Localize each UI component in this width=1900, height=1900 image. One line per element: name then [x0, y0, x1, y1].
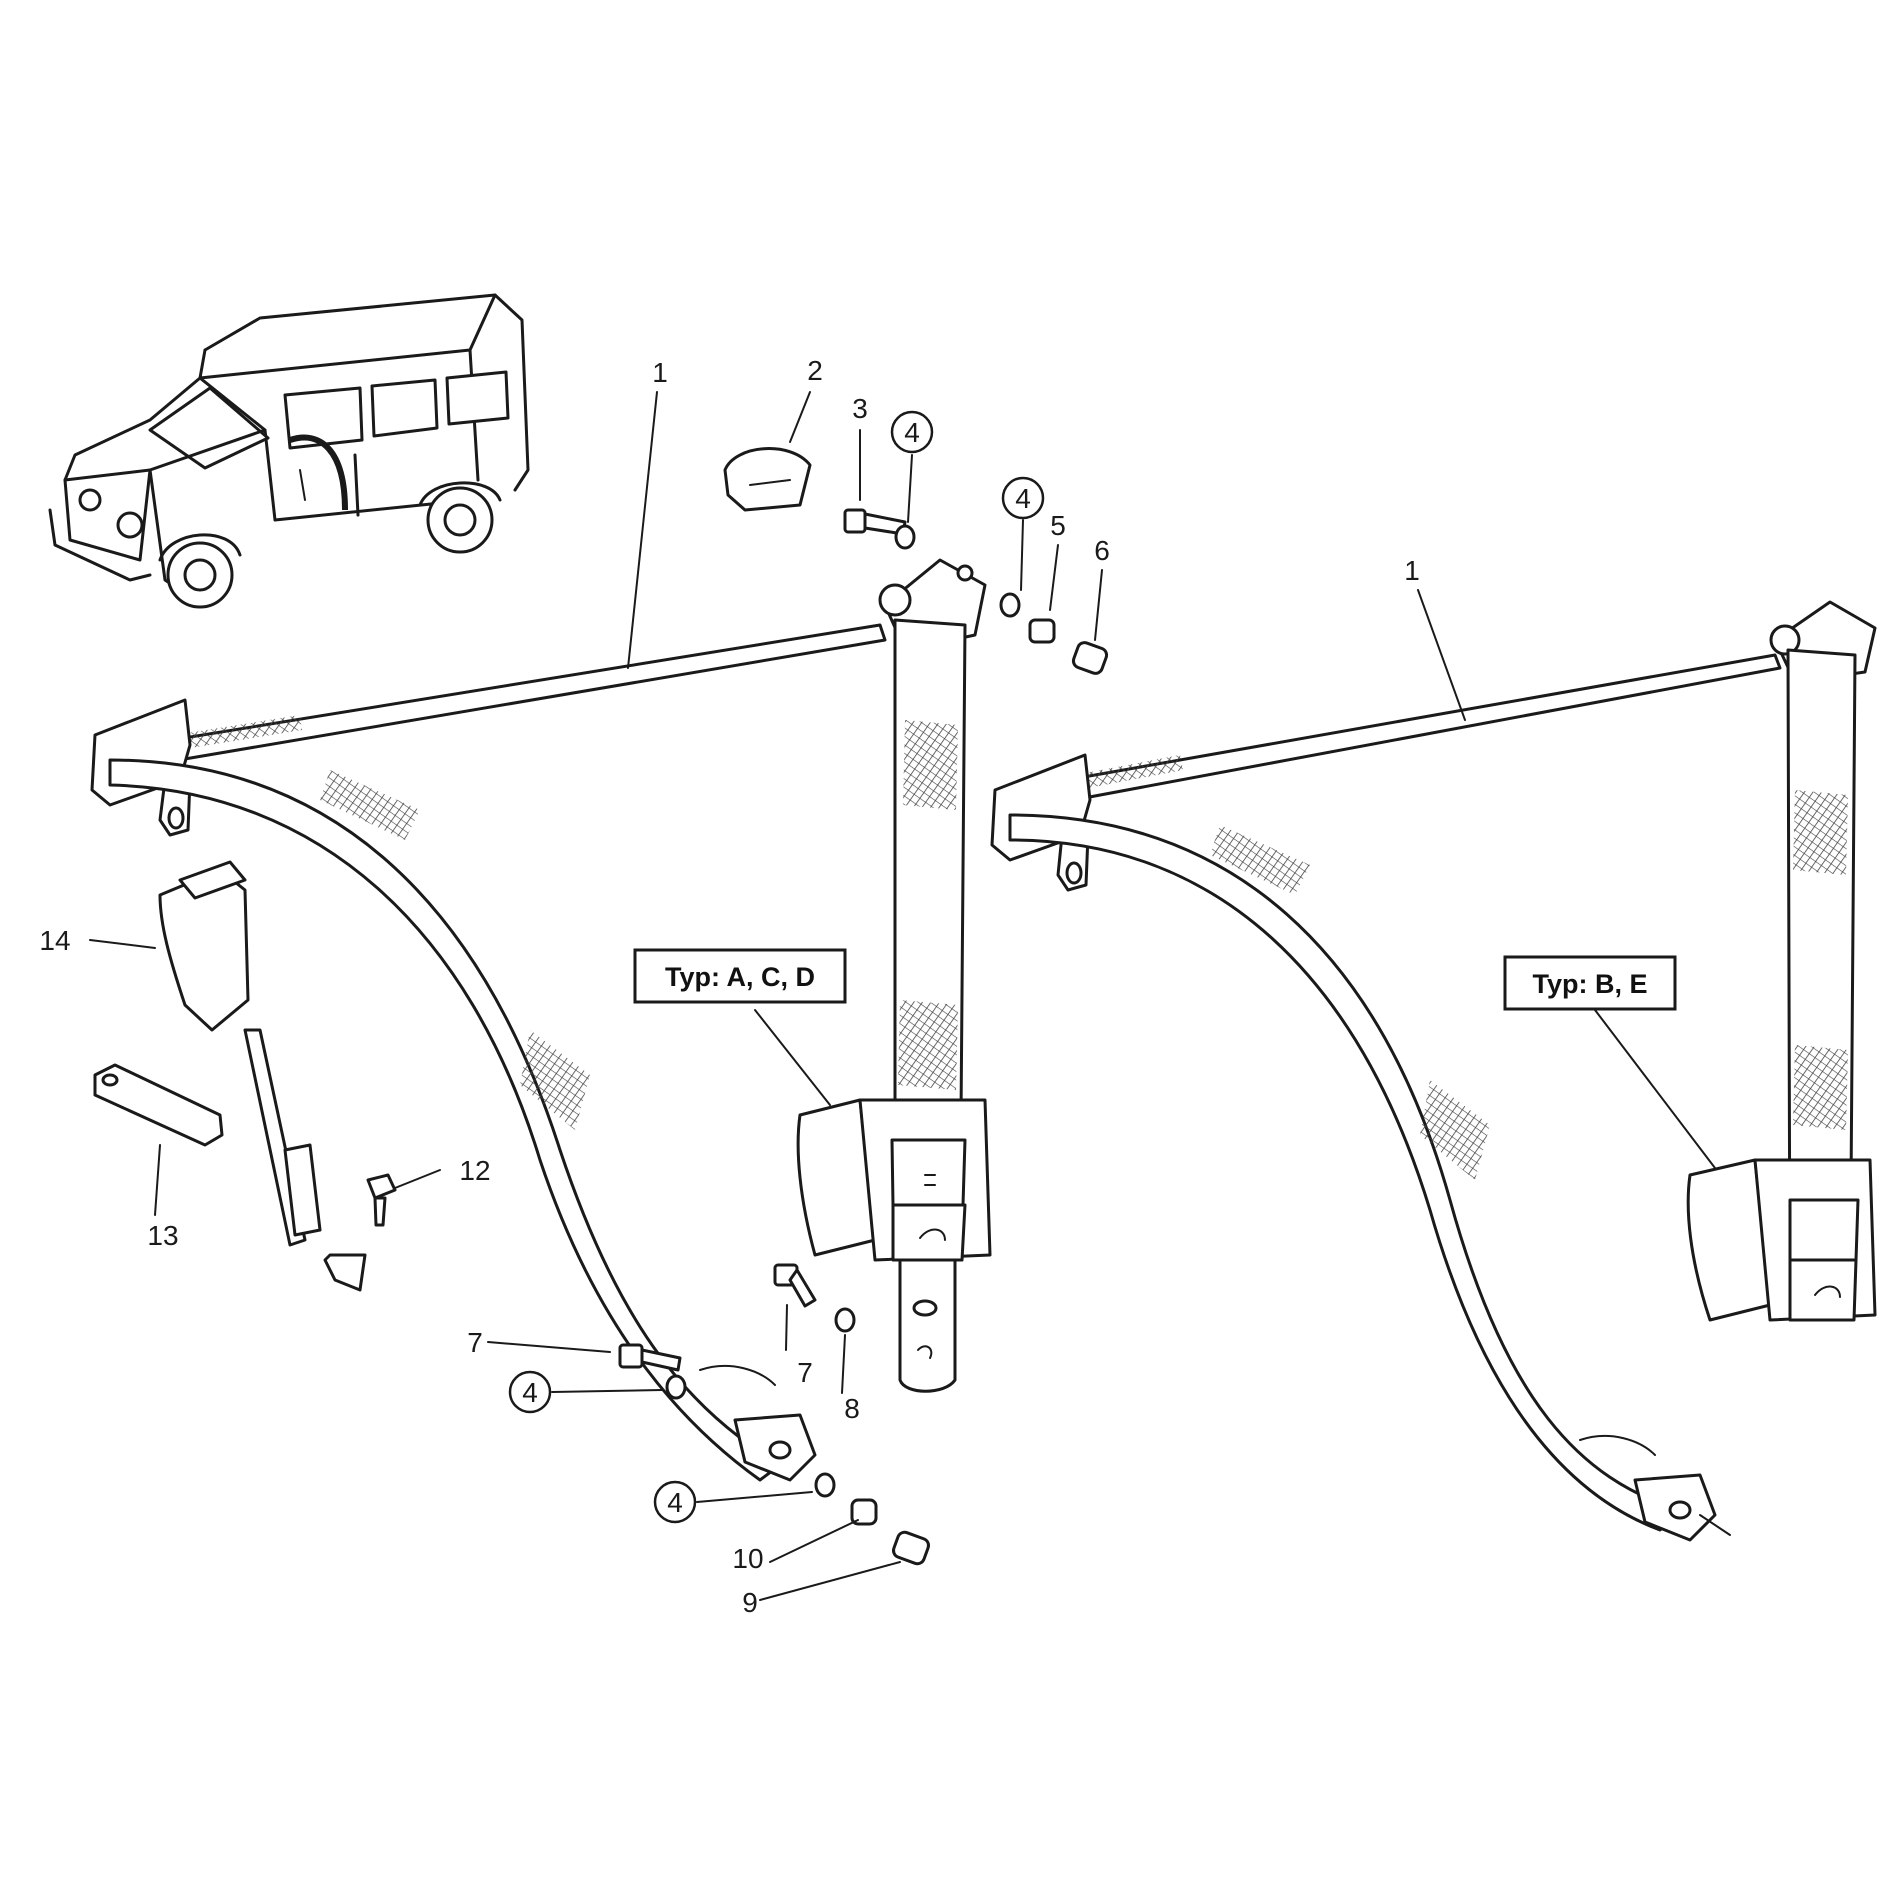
bolt-part-3	[843, 508, 907, 536]
callout-4-a: 4	[904, 417, 920, 448]
callout-4-c: 4	[522, 1377, 538, 1408]
svg-text:Typ: B, E: Typ: B, E	[1532, 969, 1647, 999]
spacer-part-10	[850, 1498, 878, 1526]
callout-14: 14	[39, 925, 70, 956]
bolt-part-7	[618, 1343, 682, 1372]
callout-1-left: 1	[652, 357, 668, 388]
washer-part-4	[665, 1374, 687, 1400]
callout-4-circle	[1001, 476, 1045, 520]
callout-10: 10	[732, 1543, 763, 1574]
callout-5: 5	[1050, 510, 1066, 541]
callout-4-d: 4	[667, 1487, 683, 1518]
bracket-part-13	[93, 1063, 224, 1147]
callout-7-a: 7	[467, 1327, 483, 1358]
svg-text:Typ: A, C, D: Typ: A, C, D	[665, 962, 815, 992]
callout-6: 6	[1094, 535, 1110, 566]
cover-cap-part	[723, 447, 812, 512]
spacer-part-5	[1028, 618, 1056, 644]
type-label-right: Typ: B, E	[1503, 955, 1677, 1011]
right-belt-assembly	[990, 600, 1877, 1542]
sleeve-part-9	[891, 1530, 931, 1566]
callout-4-circle	[508, 1370, 552, 1414]
callout-3: 3	[852, 393, 868, 424]
callout-4-b: 4	[1015, 483, 1031, 514]
callout-1-right: 1	[1404, 555, 1420, 586]
leader-lines	[89, 391, 1716, 1601]
callout-7-b: 7	[797, 1357, 813, 1388]
callout-2: 2	[807, 355, 823, 386]
buckle-part-14	[158, 860, 367, 1292]
sleeve-part-6	[1071, 641, 1109, 675]
bolt-part-7	[773, 1263, 817, 1308]
washer-part-4	[894, 524, 916, 550]
callout-8: 8	[844, 1393, 860, 1424]
washer-part-4	[999, 592, 1021, 618]
left-belt-assembly	[90, 558, 992, 1482]
washer-part-4	[814, 1472, 836, 1498]
washer-part-8	[834, 1307, 856, 1333]
bolt-part-12	[366, 1173, 397, 1227]
callout-4-circle	[653, 1480, 697, 1524]
callout-9: 9	[742, 1587, 758, 1618]
vehicle-illustration	[48, 293, 530, 609]
callout-4-circle	[890, 410, 934, 454]
type-label-left: Typ: A, C, D	[633, 948, 847, 1004]
callout-13: 13	[147, 1220, 178, 1251]
callout-12: 12	[459, 1155, 490, 1186]
